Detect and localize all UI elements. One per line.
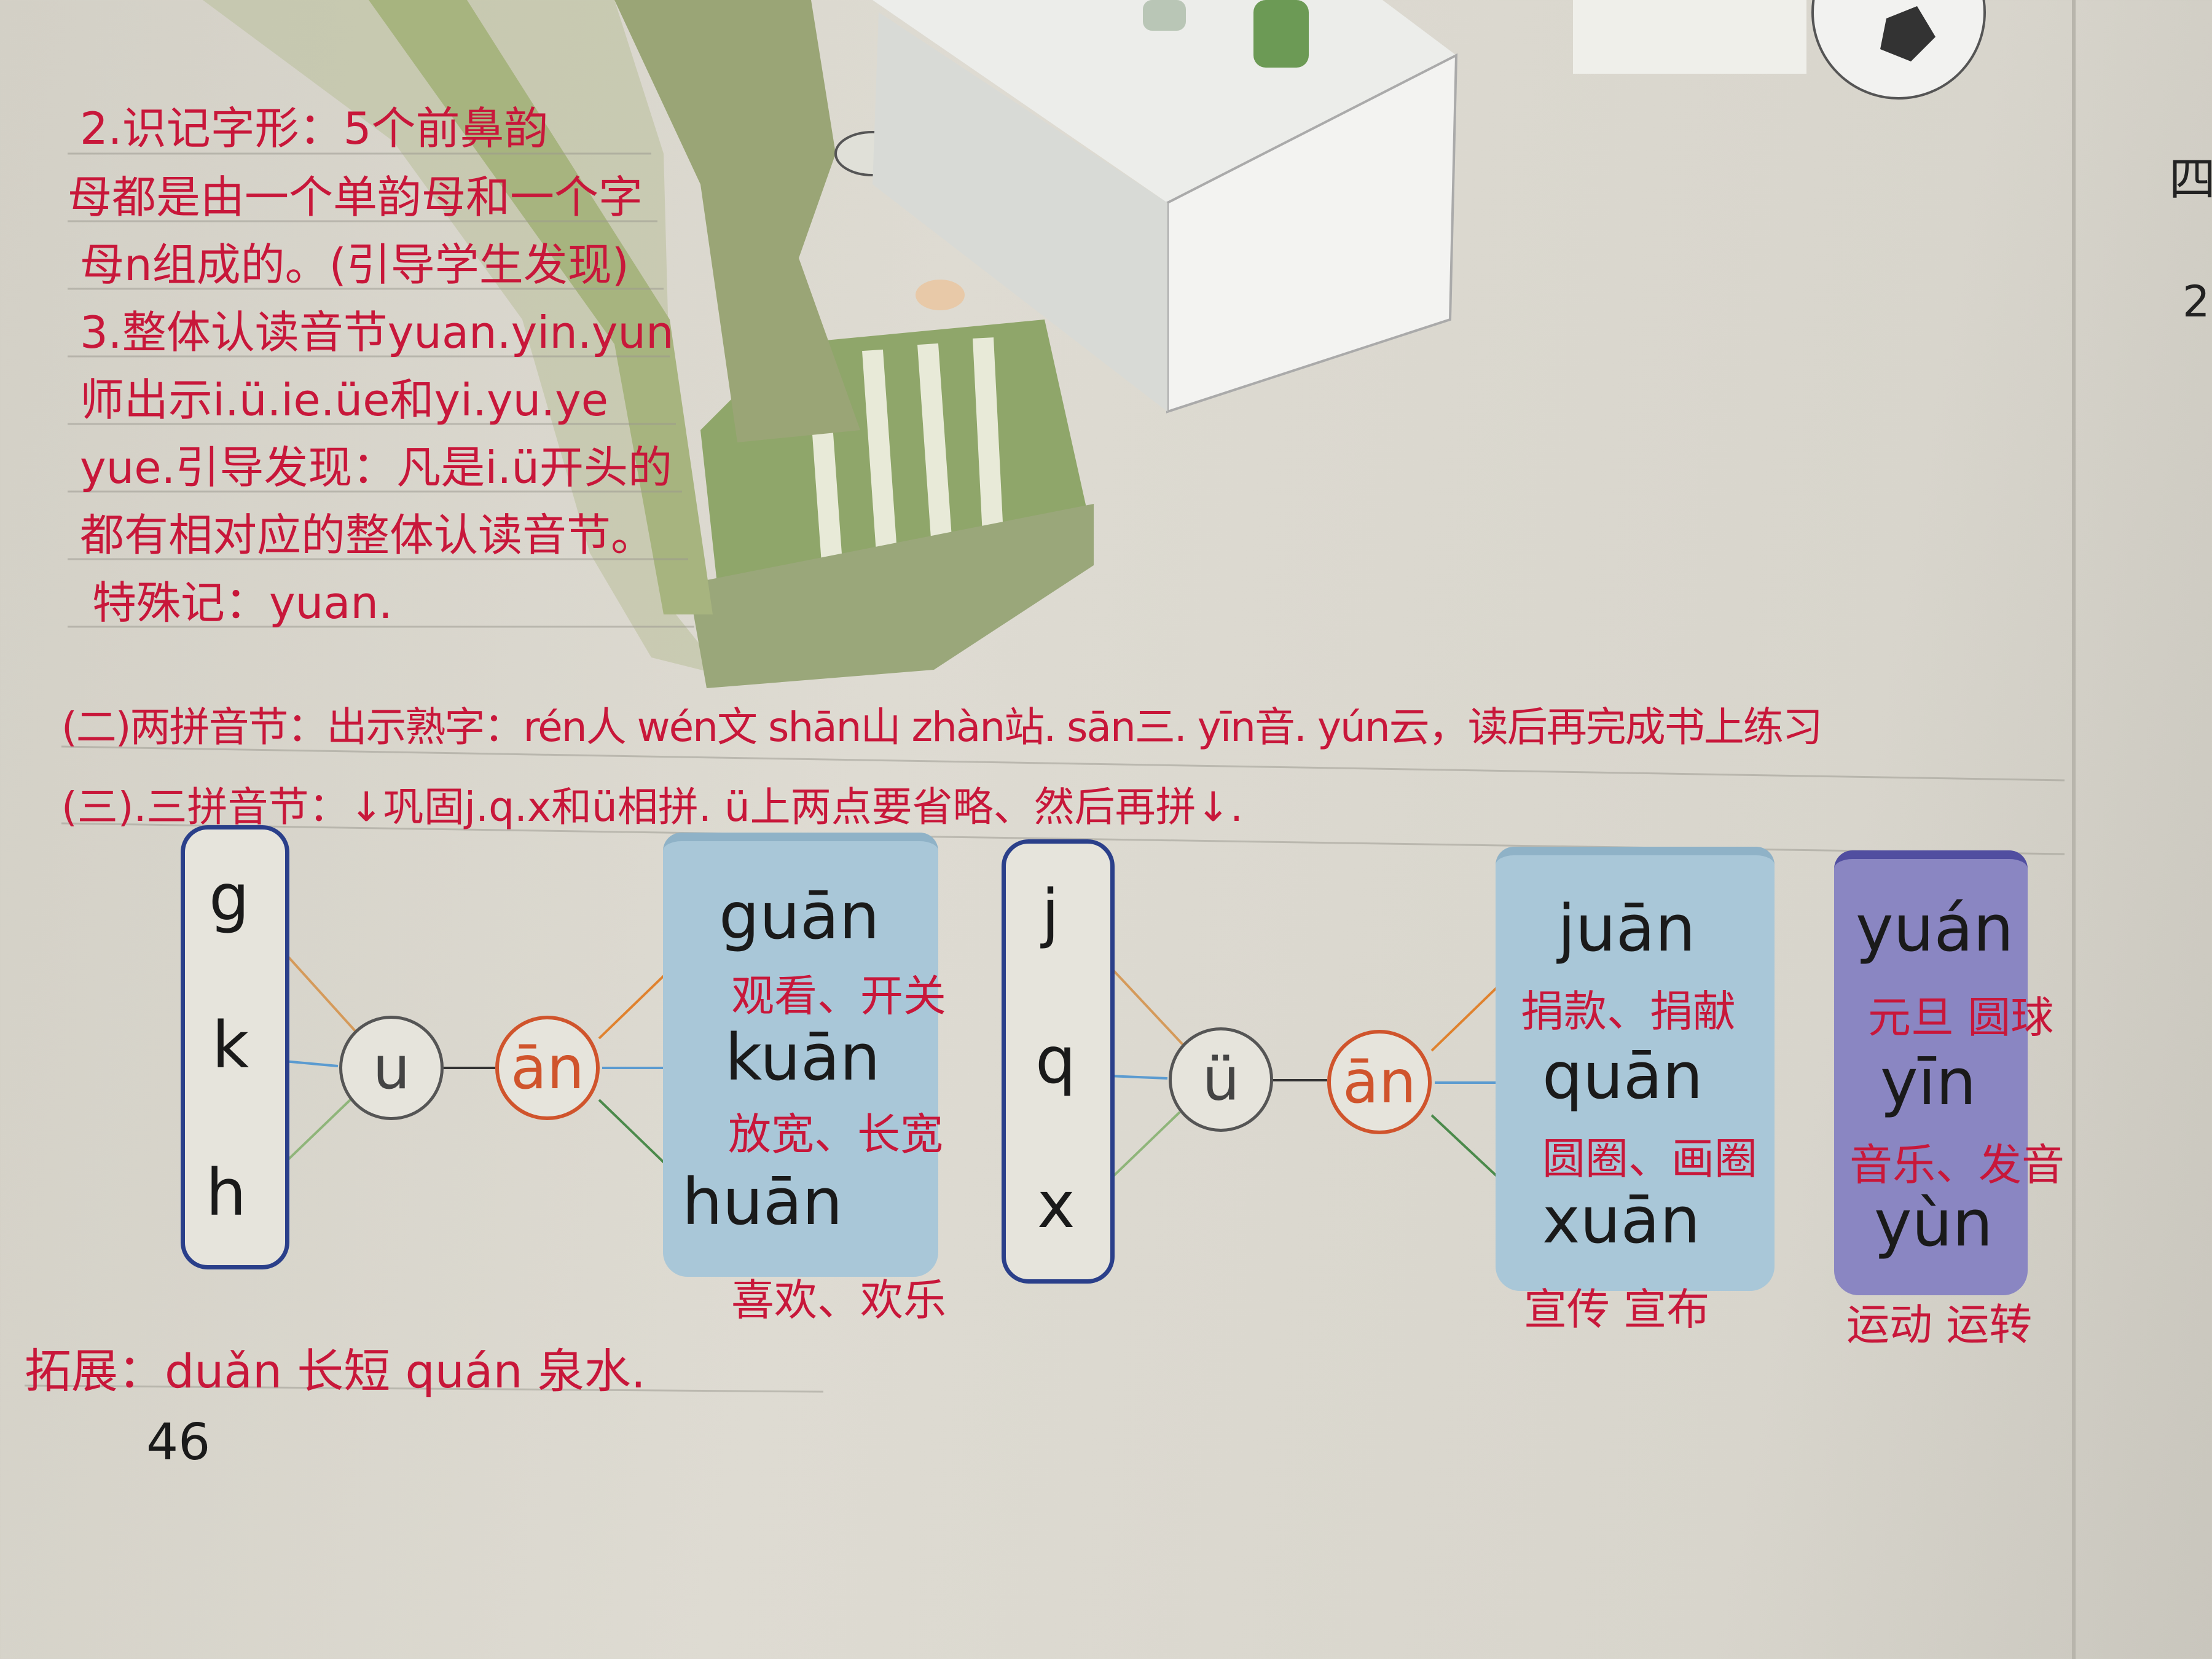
final-an-circle: ān (1327, 1030, 1432, 1134)
extension-note: 拓展：duǎn 长短 quán 泉水. (25, 1344, 646, 1398)
section3-note: (三).三拼音节：↓巩固j.q.x和ü相拼. ü上两点要省略、然后再拼↓. (61, 783, 1243, 831)
syllable-box-2 (1496, 847, 1775, 1291)
initial-x: x (1037, 1167, 1075, 1242)
syllable-guan: guān (719, 879, 880, 954)
syllable-huan: huān (682, 1164, 843, 1239)
medial-u-umlaut-circle: ü (1169, 1027, 1273, 1132)
syllable-kuan: kuān (725, 1020, 880, 1095)
note-line: yue.引导发现：凡是i.ü开头的 (80, 442, 672, 493)
initials-box-gkh (181, 825, 289, 1269)
initial-h: h (206, 1155, 246, 1230)
note-line: 3.整体认读音节yuan.yin.yun (80, 307, 674, 358)
initial-k: k (212, 1008, 249, 1083)
initials-box-jqx (1002, 839, 1115, 1284)
coffee-table-illustration (873, 0, 1458, 414)
facing-page-char: 四 (2169, 152, 2212, 206)
words-yuan: 元旦 圆球 (1868, 992, 2054, 1043)
medial-u-circle: u (339, 1016, 444, 1120)
note-line: 母都是由一个单韵母和一个字 (68, 171, 643, 223)
note-line: 母n组成的。(引导学生发现) (80, 239, 629, 291)
note-line: 都有相对应的整体认读音节。 (80, 509, 656, 561)
words-yin: 音乐、发音 (1849, 1140, 2065, 1190)
syllable-xuan: xuān (1542, 1183, 1701, 1258)
initial-g: g (209, 860, 250, 935)
initial-j: j (1041, 876, 1059, 951)
syllable-yun: yùn (1874, 1186, 1993, 1261)
syllable-yuan: yuán (1856, 891, 2014, 966)
syllable-quan: quān (1542, 1038, 1703, 1113)
words-kuan: 放宽、长宽 (728, 1109, 943, 1159)
words-juan: 捐款、捐献 (1521, 986, 1736, 1037)
note-line: 特殊记：yuan. (92, 577, 393, 629)
note-line: 2.识记字形：5个前鼻韵 (80, 103, 549, 154)
words-quan: 圆圈、画圈 (1542, 1134, 1757, 1184)
syllable-juan: juān (1558, 891, 1696, 966)
facing-page-number: 2 (2183, 276, 2210, 327)
words-yun: 运动 运转 (1846, 1300, 2033, 1350)
syllable-yin: yīn (1880, 1045, 1977, 1120)
syllable-box-1 (663, 833, 938, 1277)
note-line: 师出示i.ü.ie.üe和yi.yu.ye (80, 374, 609, 426)
words-guan: 观看、开关 (731, 971, 946, 1021)
page-number: 46 (146, 1413, 211, 1472)
words-xuan: 宣传 宣布 (1524, 1284, 1710, 1335)
initial-q: q (1035, 1023, 1077, 1098)
whole-syllable-box (1834, 850, 2028, 1295)
soccer-ball-illustration (1573, 0, 1986, 100)
final-an-circle: ān (495, 1016, 600, 1120)
section2-note: (二)两拼音节：出示熟字：rén人 wén文 shān山 zhàn站. sān三… (61, 704, 1823, 751)
words-huan: 喜欢、欢乐 (731, 1275, 946, 1325)
